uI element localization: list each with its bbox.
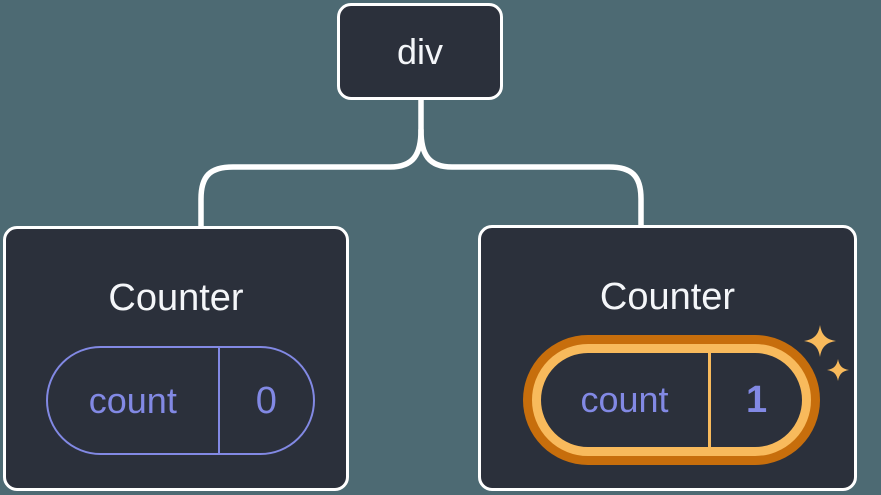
state-key-label: count	[580, 379, 669, 420]
counter-node-0: Counter count 0	[3, 226, 349, 491]
state-key-label: count	[88, 379, 177, 421]
root-node-label: div	[396, 30, 444, 72]
state-pill-highlighted: count 1	[532, 344, 811, 456]
counter-node-1: Counter count 1	[478, 225, 857, 491]
sparkle-star-large	[804, 325, 836, 357]
counter-title: Counter	[599, 276, 736, 318]
state-value: 1	[708, 353, 802, 447]
sparkle-star-small	[827, 359, 849, 381]
connector-left-branch	[198, 96, 424, 229]
state-pill-highlight-ring: count 1	[523, 335, 820, 465]
counter-title: Counter	[108, 277, 244, 319]
root-node-div: div	[337, 3, 503, 100]
state-pill: count 0	[46, 346, 315, 455]
connector-right-branch	[418, 127, 644, 229]
state-value: 0	[217, 348, 313, 453]
